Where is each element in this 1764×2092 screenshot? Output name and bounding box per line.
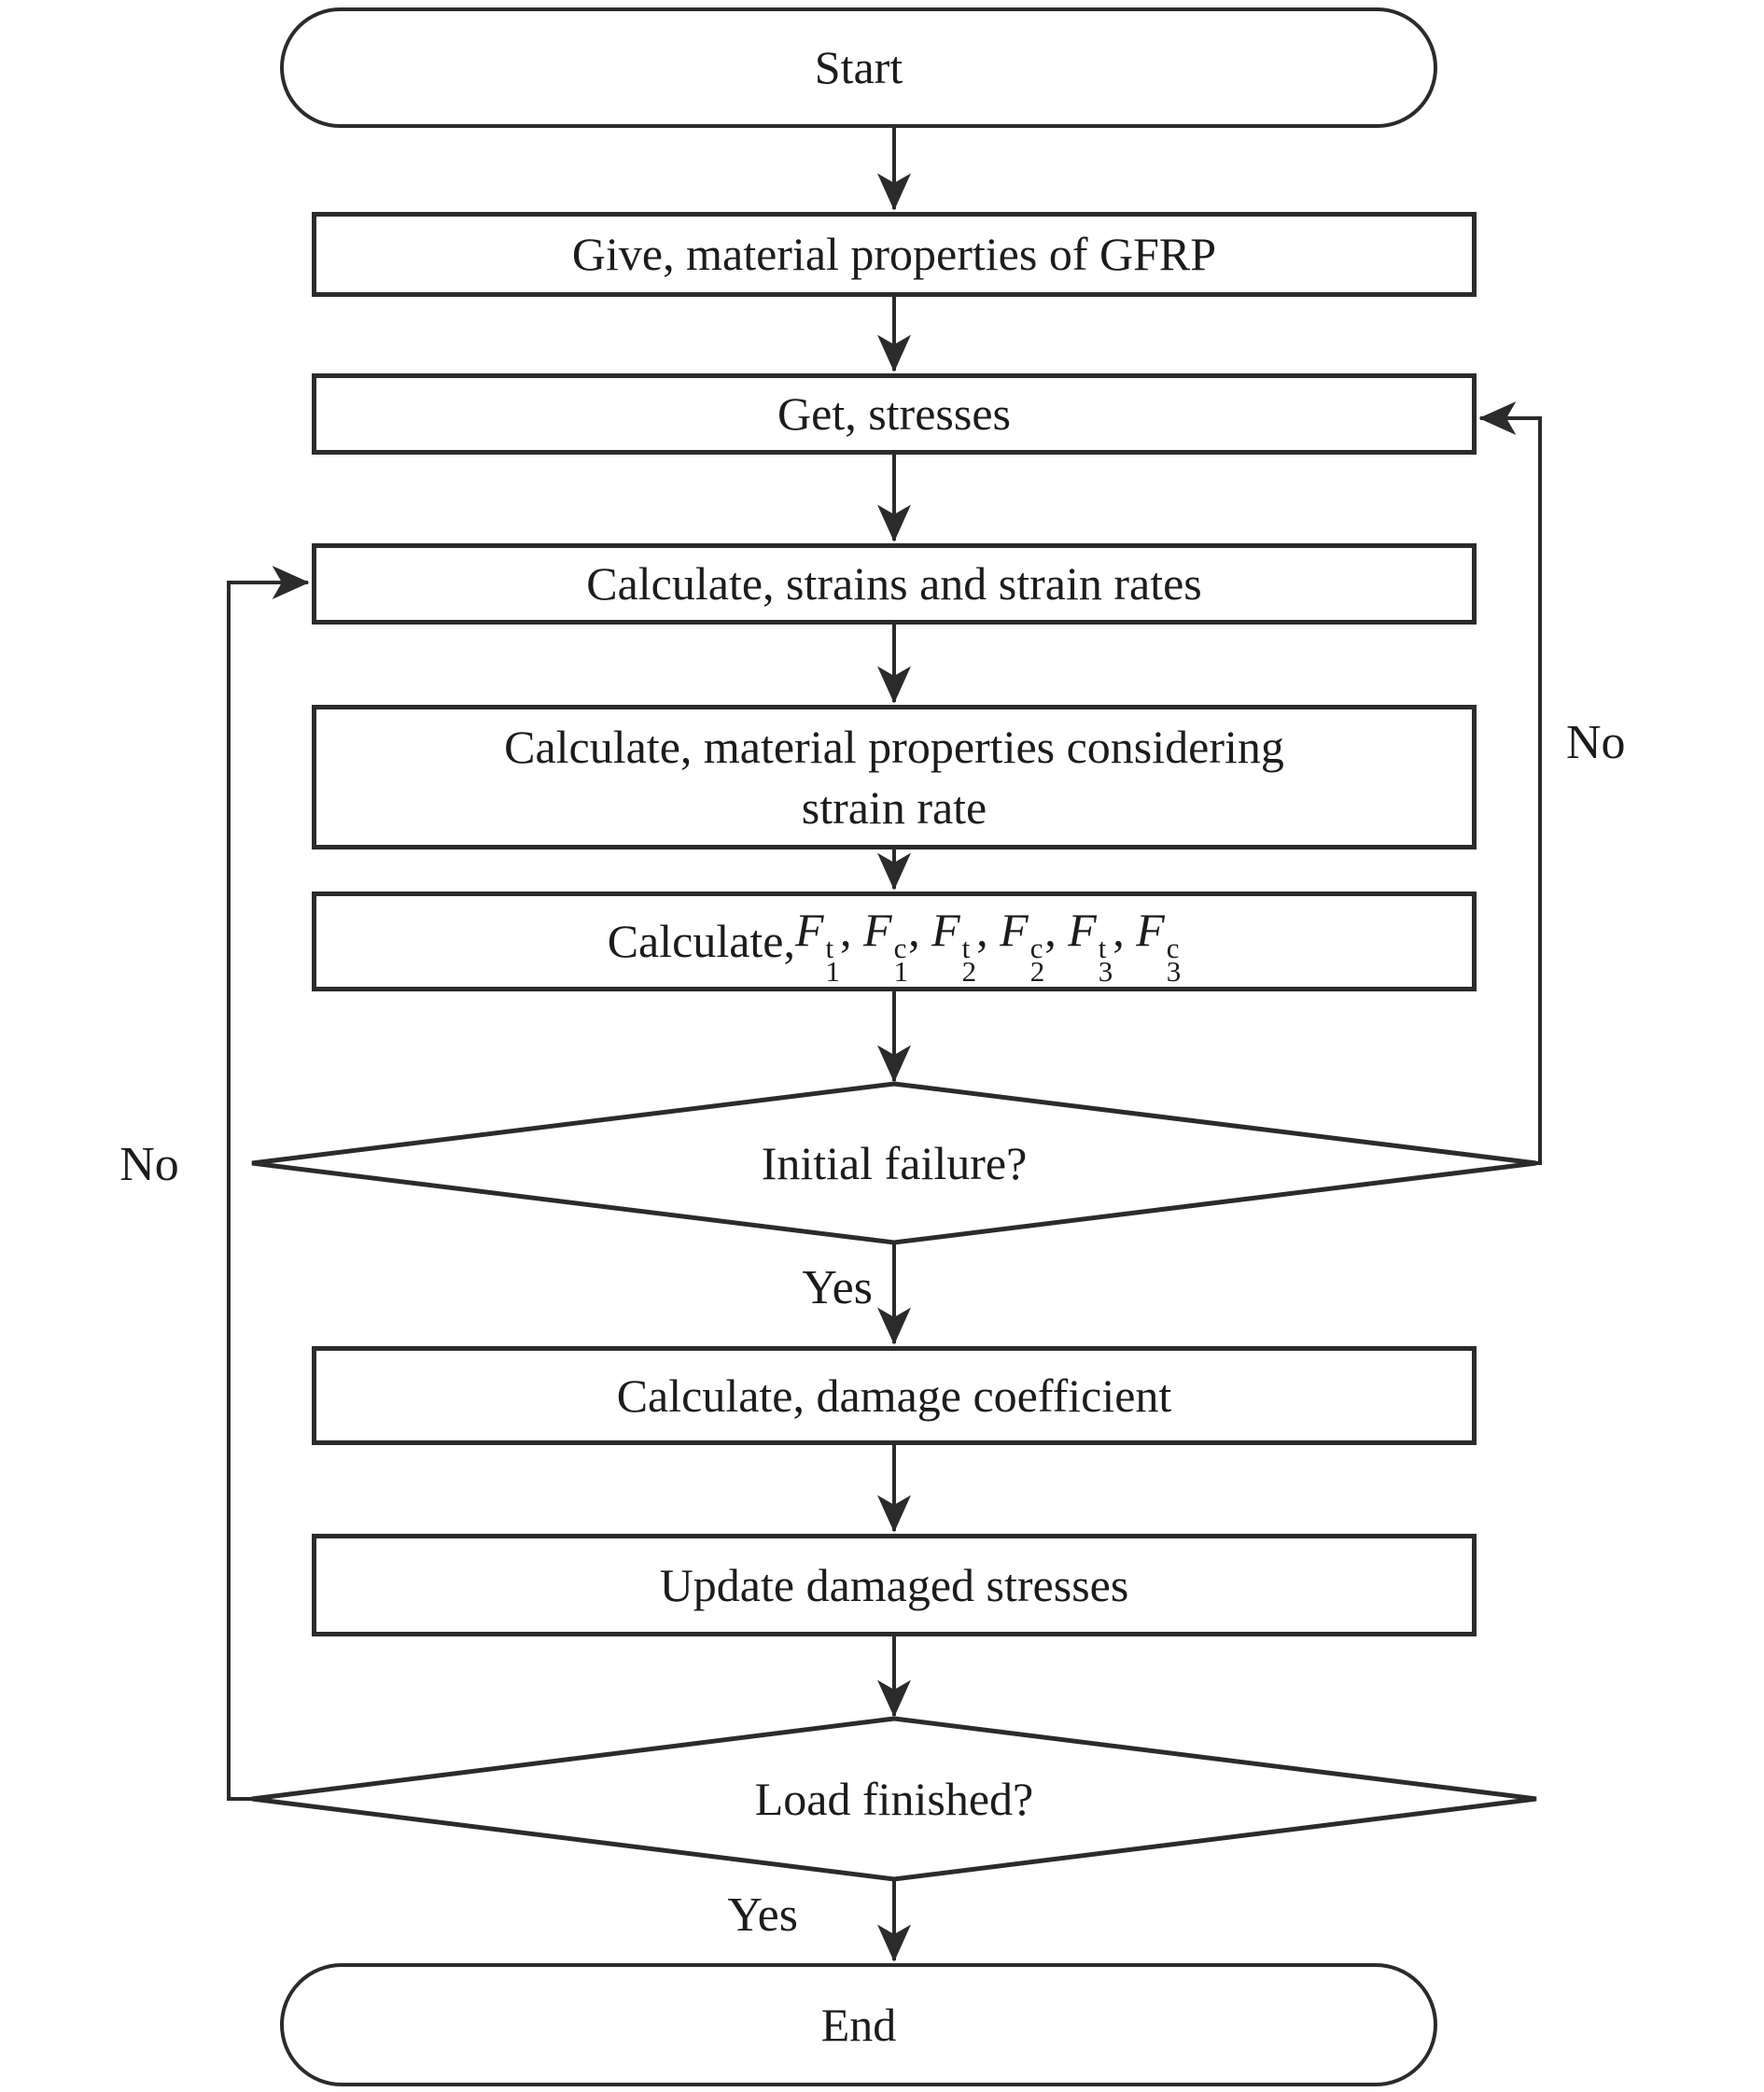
formula-superscript: t bbox=[825, 931, 834, 964]
formula-superscript: c bbox=[1029, 931, 1043, 964]
formula-variable: F bbox=[795, 903, 824, 956]
formula-variable: F bbox=[1136, 903, 1165, 956]
update-damaged-stresses-node: Update damaged stresses bbox=[312, 1534, 1477, 1636]
initial-failure-yes-label: Yes bbox=[802, 1261, 873, 1314]
calculate-material-properties-node: Calculate, material properties consideri… bbox=[312, 705, 1477, 849]
get-stresses-node: Get, stresses bbox=[312, 373, 1477, 455]
give-material-properties-node: Give, material properties of GFRP bbox=[312, 212, 1477, 297]
formula-superscript: c bbox=[1166, 931, 1180, 964]
formula-subscript: 1 bbox=[893, 955, 909, 988]
load-finished-label: Load finished? bbox=[754, 1773, 1034, 1825]
edge-load-finished-no-loop bbox=[227, 566, 310, 1801]
formula-superscript: t bbox=[1098, 931, 1107, 964]
load-finished-yes-label: Yes bbox=[727, 1888, 798, 1942]
formula-subscript: 3 bbox=[1166, 955, 1182, 988]
formula-prefix: Calculate, bbox=[607, 915, 795, 967]
formula-superscript: c bbox=[893, 931, 907, 964]
initial-failure-no-label: No bbox=[1566, 716, 1626, 769]
formula-subscript: 2 bbox=[1029, 955, 1045, 988]
formula-subscript: 2 bbox=[961, 955, 977, 988]
formula-superscript: t bbox=[961, 931, 971, 964]
formula-subscript: 3 bbox=[1098, 955, 1113, 988]
formula-variable: F bbox=[931, 903, 960, 956]
calculate-damage-coefficient-node: Calculate, damage coefficient bbox=[312, 1346, 1477, 1445]
initial-failure-diamond bbox=[251, 1081, 1537, 1245]
load-finished-diamond bbox=[251, 1716, 1537, 1882]
formula-variable: F bbox=[863, 903, 892, 956]
end-node: End bbox=[280, 1963, 1437, 2086]
start-node: Start bbox=[280, 7, 1437, 128]
edge-initial-failure-no-loop bbox=[1478, 401, 1542, 1165]
initial-failure-label: Initial failure? bbox=[761, 1137, 1028, 1189]
formula-variable: F bbox=[1000, 903, 1029, 956]
formula-variable: F bbox=[1068, 903, 1097, 956]
formula-subscript: 1 bbox=[825, 955, 841, 988]
load-finished-no-label: No bbox=[119, 1138, 179, 1191]
calculate-strains-node: Calculate, strains and strain rates bbox=[312, 543, 1477, 625]
